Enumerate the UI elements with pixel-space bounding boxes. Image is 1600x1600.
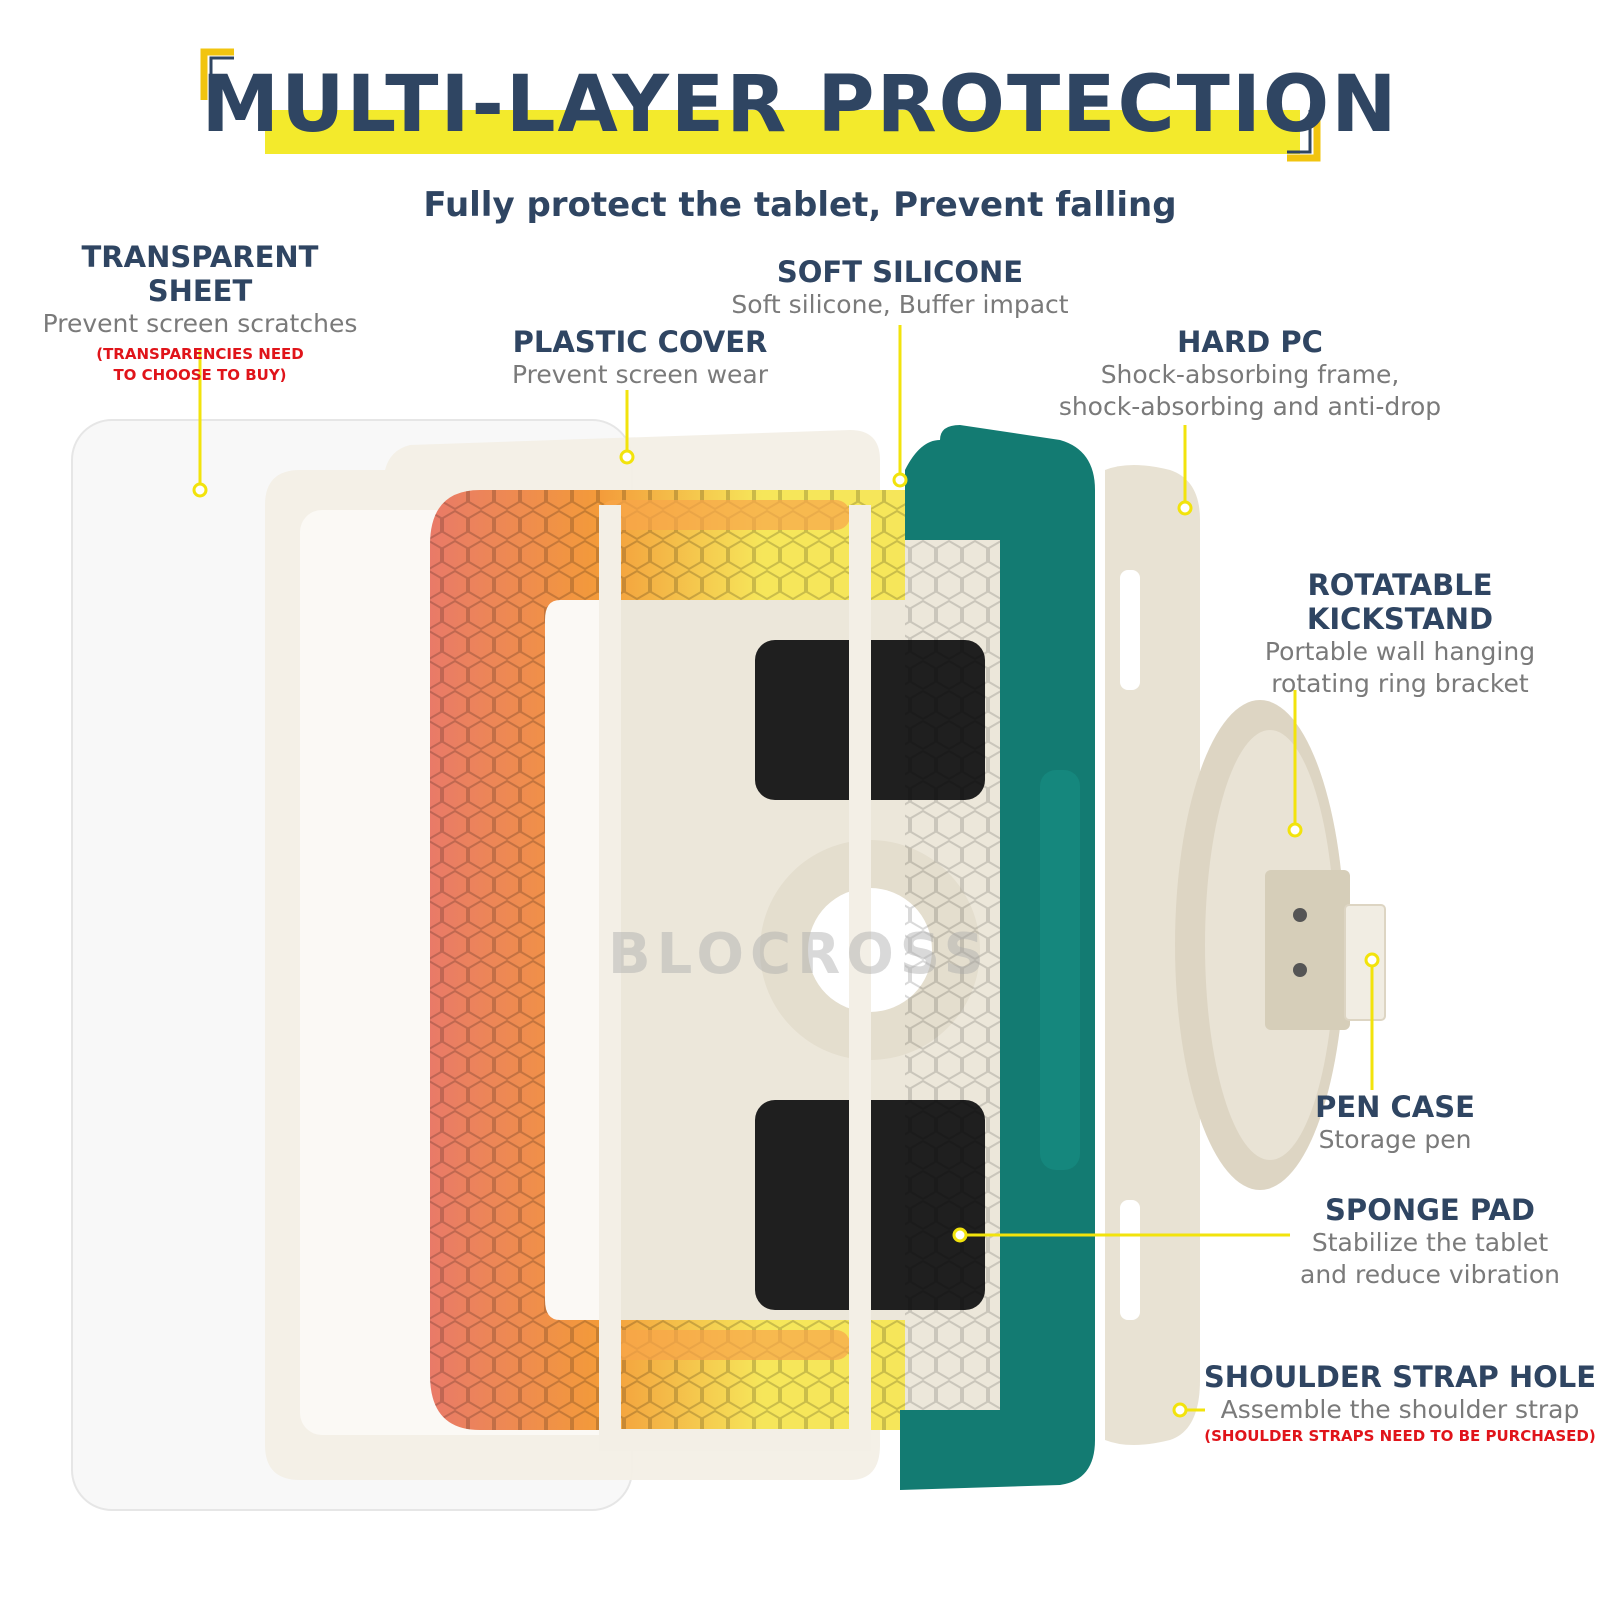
callout-heading: PEN CASE <box>1315 1090 1475 1124</box>
callout-heading: SHOULDER STRAP HOLE <box>1203 1360 1597 1394</box>
callout-description: rotating ring bracket <box>1271 669 1529 698</box>
callout-soft-silicone: SOFT SILICONE Soft silicone, Buffer impa… <box>720 255 1080 321</box>
brand-watermark: BLOCROSS <box>608 922 990 987</box>
callout-description: Storage pen <box>1318 1125 1472 1154</box>
callout-sponge-pad: SPONGE PAD Stabilize the tablet and redu… <box>1270 1193 1590 1291</box>
title-highlight-bar <box>265 110 1300 154</box>
page-title: MULTI-LAYER PROTECTION <box>201 60 1399 150</box>
callout-description: shock-absorbing and anti-drop <box>1058 392 1442 421</box>
kickstand-ring <box>1175 700 1350 1190</box>
callout-rotatable-kickstand: ROTATABLE KICKSTAND Portable wall hangin… <box>1215 568 1585 700</box>
callout-transparent-sheet: TRANSPARENT SHEET Prevent screen scratch… <box>30 240 370 386</box>
callout-description: Portable wall hanging <box>1264 637 1536 666</box>
callout-leaders <box>192 325 1380 1418</box>
plastic-cover-front <box>599 505 871 1451</box>
callout-description: Prevent screen scratches <box>42 309 358 338</box>
callout-note: (SHOULDER STRAPS NEED TO BE PURCHASED) <box>1204 1427 1596 1445</box>
callout-heading: PLASTIC COVER <box>512 325 768 359</box>
callout-description: and reduce vibration <box>1300 1260 1560 1289</box>
callout-heading: SPONGE PAD <box>1325 1193 1535 1227</box>
callout-shoulder-strap-hole: SHOULDER STRAP HOLE Assemble the shoulde… <box>1200 1360 1600 1447</box>
callout-pen-case: PEN CASE Storage pen <box>1280 1090 1510 1156</box>
callout-hard-pc: HARD PC Shock-absorbing frame, shock-abs… <box>1040 325 1460 423</box>
callout-heading: SOFT SILICONE <box>776 255 1024 289</box>
callout-note: TO CHOOSE TO BUY) <box>113 366 287 384</box>
title-block: MULTI-LAYER PROTECTION <box>0 0 1600 162</box>
callout-description: Soft silicone, Buffer impact <box>731 290 1069 319</box>
page-subtitle: Fully protect the tablet, Prevent fallin… <box>423 185 1177 225</box>
callout-heading: HARD PC <box>1177 325 1323 359</box>
callout-note: (TRANSPARENCIES NEED <box>96 345 304 363</box>
callout-plastic-cover: PLASTIC COVER Prevent screen wear <box>490 325 790 391</box>
callout-heading: ROTATABLE KICKSTAND <box>1306 568 1494 636</box>
callout-description: Assemble the shoulder strap <box>1220 1395 1580 1424</box>
hard-pc-layer <box>1105 465 1200 1445</box>
teal-frame-layer <box>900 425 1095 1490</box>
left-corner-bracket-icon <box>200 48 234 100</box>
right-corner-bracket-icon <box>1287 110 1321 162</box>
callout-description: Shock-absorbing frame, <box>1100 360 1400 389</box>
callout-description: Prevent screen wear <box>512 360 768 389</box>
callout-description: Stabilize the tablet <box>1311 1228 1549 1257</box>
callout-heading: TRANSPARENT SHEET <box>81 240 319 308</box>
